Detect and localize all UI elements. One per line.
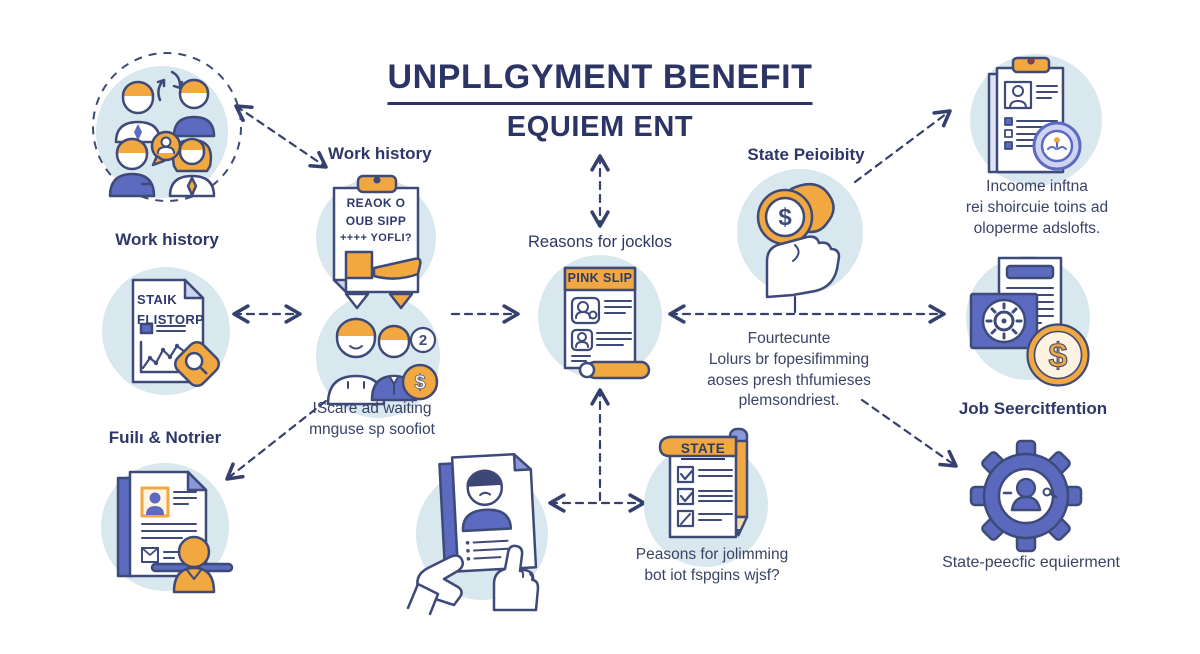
label-full-notrier: Fuilı & Notrier [108, 428, 222, 447]
arrow-couple-to-resume [225, 391, 338, 481]
label-reasons-for-joblos: Reasons for jocklos [528, 233, 672, 251]
page-title-line2: EQUIEM ENT [506, 111, 694, 143]
label-work-history-top: Work history [328, 144, 432, 163]
income-clipboard-icon [963, 50, 1109, 192]
dollar-coin-glyph: $ [1049, 337, 1068, 375]
dollar-coin-glyph: $ [778, 204, 792, 231]
label-state-peioibity: State Peioibity [747, 145, 865, 164]
job-search-docs-icon: $ [955, 252, 1105, 392]
count-badge: 2 [419, 332, 427, 349]
caption-gear-note: State-peecfic equierment [942, 554, 1120, 571]
arrow-people-to-clipboard [234, 104, 328, 169]
label-job-seercitfention: Job Seercitfention [958, 399, 1108, 418]
caption-eligibility-note: Fourtecunte Lolurs br fopesifimming aose… [707, 330, 871, 410]
arrow-note-to-gear [860, 398, 958, 468]
resume-file-icon [90, 452, 242, 597]
people-group-icon [88, 48, 246, 206]
label-work-history-left: Work history [115, 230, 219, 249]
arrow-handcoin-to-income [853, 109, 952, 184]
staik-doc-text: STAIK FLISTORP [137, 292, 205, 328]
work-history-document-icon: STAIK FLISTORP [93, 260, 239, 402]
dollar-coin-glyph: $ [414, 372, 425, 394]
state-checklist-icon: STATE [638, 415, 780, 573]
page-title: UNPLLGYMENT BENEFIT EQUIEM ENT [387, 58, 813, 144]
hands-document-icon [402, 442, 560, 616]
page-title-line1: UNPLLGYMENT BENEFIT [387, 58, 813, 105]
pink-slip-text: PINK SLIP [567, 271, 633, 285]
hand-coin-icon: $ [733, 165, 868, 300]
pink-slip-icon: PINK SLIP [535, 252, 665, 392]
couple-payment-icon: 2 $ [306, 286, 450, 422]
caption-couple-note: IScare ad waiting mnguse sp soofiot [309, 400, 435, 438]
clipboard-report-icon: REAOK O OUB SIPP ++++ YOFLI? [310, 168, 445, 318]
caption-income-note: Incoome inftna rei shoircuie toins ad ol… [965, 178, 1109, 237]
clipboard-text: REAOK O OUB SIPP ++++ YOFLI? [339, 196, 413, 244]
state-checklist-title: STATE [670, 441, 736, 460]
state-gear-icon [962, 438, 1090, 560]
caption-state-checklist-note: Peasons for jolimming bot iot fspgins wj… [635, 546, 789, 584]
